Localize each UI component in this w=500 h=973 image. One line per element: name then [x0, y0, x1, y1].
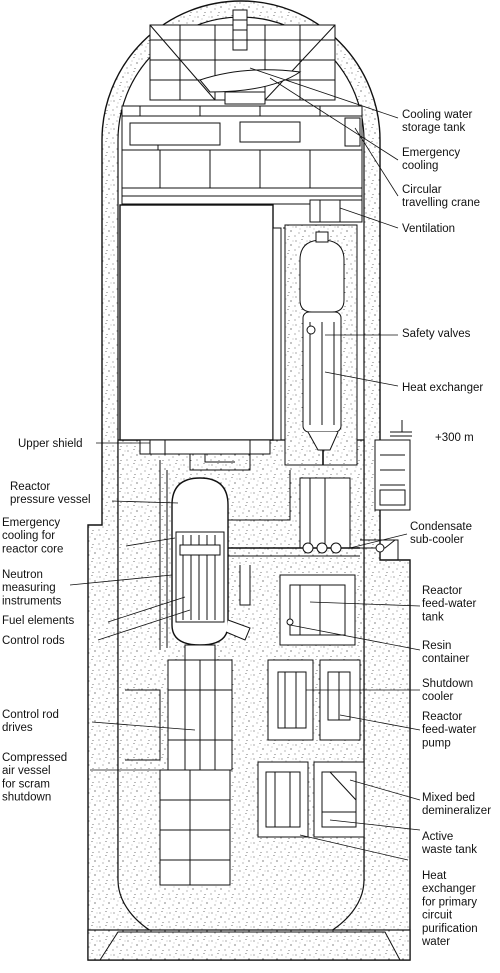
label-upper-shield: Upper shield	[18, 438, 83, 450]
label-heat-exchanger: Heat exchanger	[402, 382, 483, 394]
label-line: container	[422, 653, 469, 665]
label-line: Control rod	[2, 709, 59, 721]
label-line: tank	[422, 611, 444, 623]
label-line: Compressed	[2, 752, 67, 764]
label-line: travelling crane	[402, 197, 480, 209]
label-line: Heat	[422, 870, 447, 882]
label-elevation: +300 m	[435, 432, 474, 444]
label-line: Cooling water	[402, 109, 472, 121]
label-control-rods: Control rods	[2, 635, 65, 647]
label-line: Reactor	[422, 711, 462, 723]
label-line: Heat exchanger	[402, 382, 483, 394]
label-line: measuring	[2, 582, 56, 594]
label-line: Resin	[422, 640, 451, 652]
label-line: sub-cooler	[410, 534, 464, 546]
primary-piping-drawing	[228, 470, 396, 606]
heat-exchanger-drawing	[284, 224, 358, 466]
upper-shield-drawing	[119, 204, 310, 441]
label-line: shutdown	[2, 792, 51, 804]
label-line: feed-water	[422, 598, 477, 610]
label-line: instruments	[2, 595, 62, 607]
label-line: Upper shield	[18, 438, 83, 450]
label-fuel-elements: Fuel elements	[2, 615, 74, 627]
label-line: exchanger	[422, 883, 476, 895]
label-line: pump	[422, 737, 451, 749]
label-line: air vessel	[2, 765, 51, 777]
label-line: for primary	[422, 896, 477, 908]
label-line: Ventilation	[402, 223, 455, 235]
label-line: drives	[2, 722, 33, 734]
label-line: Reactor	[10, 481, 50, 493]
label-line: Circular	[402, 184, 442, 196]
label-line: reactor core	[2, 543, 63, 555]
label-line: waste tank	[421, 844, 477, 856]
label-line: Active	[422, 831, 453, 843]
circular-travelling-crane-drawing	[121, 105, 363, 223]
label-line: Fuel elements	[2, 615, 74, 627]
label-line: Emergency	[2, 517, 60, 529]
label-line: Safety valves	[402, 328, 471, 340]
label-line: Mixed bed	[422, 792, 475, 804]
label-line: storage tank	[402, 122, 466, 134]
label-line: purification	[422, 923, 478, 935]
label-line: Control rods	[2, 635, 65, 647]
label-line: Reactor	[422, 585, 462, 597]
label-line: cooling	[402, 160, 438, 172]
cooling-water-storage-tank-drawing	[149, 9, 336, 105]
label-line: Shutdown	[422, 678, 473, 690]
label-line: water	[421, 936, 450, 948]
label-line: cooler	[422, 691, 453, 703]
label-line: Emergency	[402, 147, 460, 159]
label-line: cooling for	[2, 530, 55, 542]
label-ventilation: Ventilation	[402, 223, 455, 235]
label-line: circuit	[422, 910, 453, 922]
label-safety-valves: Safety valves	[402, 328, 471, 340]
label-line: for scram	[2, 778, 50, 790]
label-line: feed-water	[422, 724, 477, 736]
label-line: +300 m	[435, 432, 474, 444]
leader-lines	[69, 67, 421, 861]
label-line: Neutron	[2, 569, 43, 581]
label-line: pressure vessel	[10, 494, 91, 506]
label-line: demineralizer	[422, 805, 491, 817]
reactor-vessel-drawing	[125, 439, 271, 886]
label-line: Condensate	[410, 521, 472, 533]
